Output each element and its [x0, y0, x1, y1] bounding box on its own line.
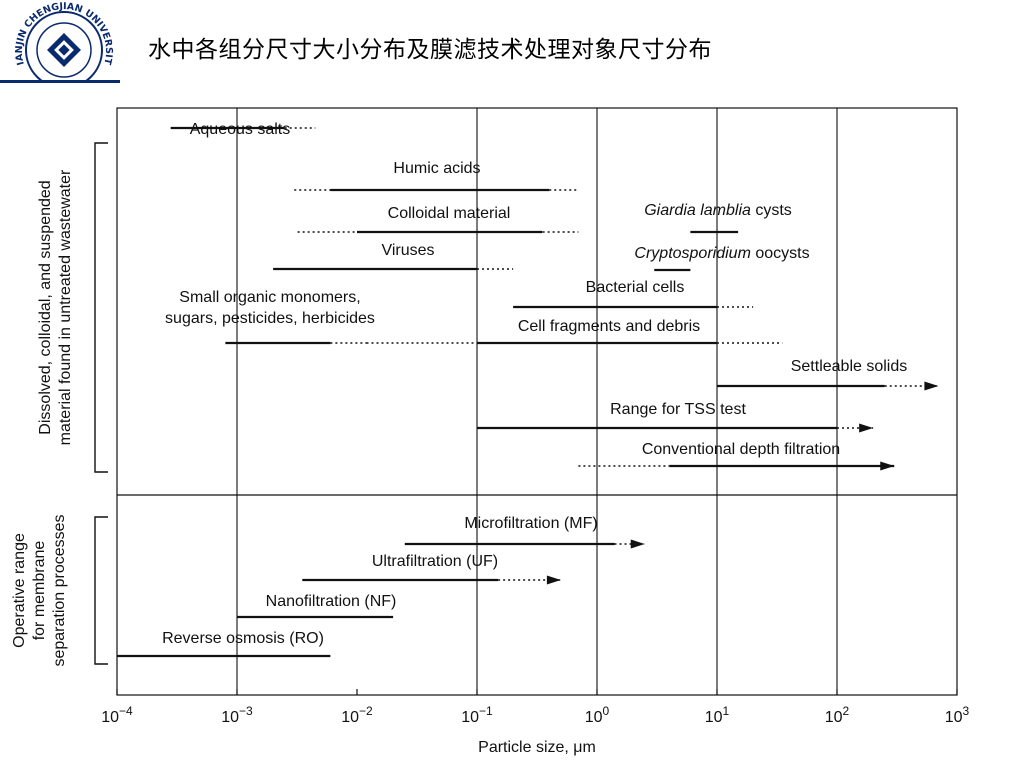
range-for-tss-test-label: Range for TSS test	[610, 401, 746, 418]
giardia-lamblia-cysts-label: Giardia lamblia cysts	[644, 202, 792, 219]
reverse-osmosis-ro-label: Reverse osmosis (RO)	[162, 630, 324, 647]
chart-bars	[117, 126, 939, 658]
conventional-depth-filtration-arrowhead	[880, 461, 895, 471]
slide-title: 水中各组分尺寸大小分布及膜滤技术处理对象尺寸分布	[148, 37, 712, 63]
aqueous-salts-label: Aqueous salts	[190, 121, 291, 138]
plot-border	[116, 107, 958, 696]
microfiltration-mf-arrowhead	[630, 539, 645, 549]
group-label: Dissolved, colloidal, and suspended	[37, 180, 54, 434]
viruses-label: Viruses	[381, 242, 434, 259]
header-rule	[0, 80, 120, 83]
group-label: separation processes	[51, 514, 68, 666]
university-seal-icon: TIANJIN CHENGJIAN UNIVERSITY	[4, 2, 114, 80]
x-tick-label: 10−3	[221, 704, 253, 726]
x-axis-title: Particle size, μm	[478, 739, 596, 756]
x-tick-label: 10−2	[341, 704, 373, 726]
bacterial-cells-label: Bacterial cells	[586, 279, 685, 296]
x-tick-label: 10−1	[461, 704, 493, 726]
small-organic-monomers-label: sugars, pesticides, herbicides	[165, 310, 375, 327]
x-tick-label: 10−4	[101, 704, 133, 726]
chart-grid	[236, 108, 838, 695]
chart-frame	[94, 107, 958, 696]
ultrafiltration-uf-arrowhead	[546, 575, 561, 585]
group-label: for membrane	[31, 541, 48, 641]
x-tick-label: 102	[825, 704, 850, 726]
conventional-depth-filtration-label: Conventional depth filtration	[642, 441, 840, 458]
small-organic-monomers-label: Small organic monomers,	[179, 289, 360, 306]
colloidal-material-label: Colloidal material	[388, 205, 511, 222]
cell-fragments-and-debris-label: Cell fragments and debris	[518, 318, 700, 335]
group-label: material found in untreated wastewater	[57, 169, 74, 445]
ultrafiltration-uf-label: Ultrafiltration (UF)	[372, 553, 498, 570]
nanofiltration-nf-label: Nanofiltration (NF)	[266, 593, 397, 610]
microfiltration-mf-label: Microfiltration (MF)	[464, 515, 597, 532]
slide-header	[0, 0, 1024, 82]
group-bracket	[94, 142, 108, 473]
settleable-solids-arrowhead	[924, 381, 939, 391]
group-label: Operative range	[11, 533, 28, 648]
range-for-tss-test-arrowhead	[859, 423, 874, 433]
settleable-solids-label: Settleable solids	[791, 358, 908, 375]
x-tick-label: 100	[585, 704, 610, 726]
cryptosporidium-oocysts-label: Cryptosporidium oocysts	[634, 245, 809, 262]
group-bracket	[94, 516, 108, 665]
x-tick-label: 101	[705, 704, 730, 726]
x-tick-label: 103	[945, 704, 970, 726]
humic-acids-label: Humic acids	[393, 160, 480, 177]
